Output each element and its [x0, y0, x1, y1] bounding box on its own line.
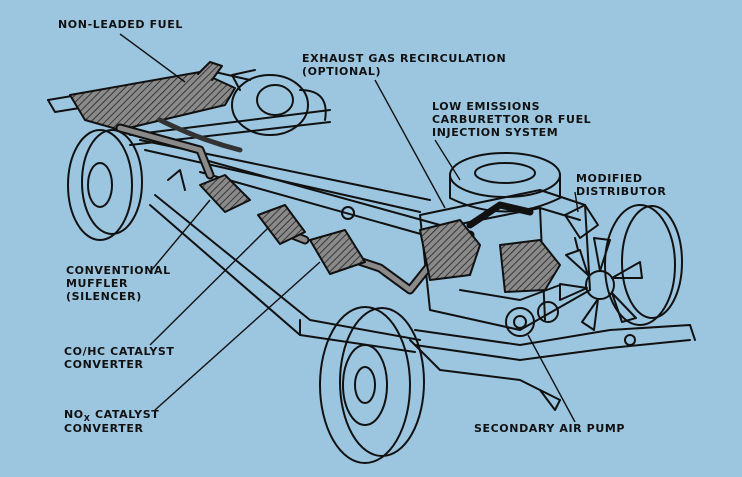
- front-suspension: [409, 334, 636, 411]
- label-low-emissions-line2: CARBURETTOR OR FUEL: [432, 113, 592, 126]
- muffler-body: [199, 174, 251, 213]
- label-low-emissions: LOW EMISSIONS CARBURETTOR OR FUEL INJECT…: [432, 100, 591, 139]
- leader-muffler: [149, 199, 211, 273]
- label-cohc-line2: CONVERTER: [64, 358, 144, 371]
- cooling-fan: [559, 237, 643, 331]
- label-modified-distributor: MODIFIED DISTRIBUTOR: [576, 172, 666, 198]
- label-non-leaded-fuel: NON-LEADED FUEL: [58, 18, 183, 31]
- fuel-filler: [197, 61, 223, 81]
- leader-low-emissions: [434, 139, 461, 181]
- fuel-line: [157, 117, 243, 153]
- label-nox-converter: NOX CATALYST CONVERTER: [64, 408, 159, 435]
- leader-distributor: [574, 191, 579, 213]
- leader-non-leaded-fuel: [119, 33, 186, 83]
- label-muffler-line2: MUFFLER: [66, 277, 129, 290]
- label-cohc-line1: CO/HC CATALYST: [64, 345, 175, 358]
- label-distributor-line2: DISTRIBUTOR: [576, 185, 667, 198]
- egr-pipe: [466, 201, 534, 229]
- label-non-leaded-fuel-text: NON-LEADED FUEL: [58, 18, 183, 31]
- fuel-tank: [69, 71, 236, 131]
- front-wheel-near: [319, 306, 425, 464]
- air-cleaner: [449, 152, 561, 213]
- leader-nox: [154, 261, 321, 411]
- label-nox-line1: NOX CATALYST: [64, 408, 160, 423]
- distributor: [564, 204, 599, 251]
- nox-converter-body: [309, 229, 366, 275]
- cohc-converter-body: [257, 204, 306, 245]
- label-egr-line2: (OPTIONAL): [302, 65, 382, 78]
- label-muffler-line1: CONVENTIONAL: [66, 264, 171, 277]
- label-low-emissions-line1: LOW EMISSIONS: [432, 100, 541, 113]
- label-secondary-air-pump: SECONDARY AIR PUMP: [474, 422, 625, 435]
- label-nox-subscript: X: [83, 414, 91, 423]
- leader-air-pump: [527, 334, 576, 423]
- label-low-emissions-line3: INJECTION SYSTEM: [432, 126, 559, 139]
- label-nox-suffix: CATALYST: [90, 408, 160, 421]
- exhaust-manifold: [419, 219, 481, 281]
- label-egr: EXHAUST GAS RECIRCULATION (OPTIONAL): [302, 52, 506, 78]
- label-egr-line1: EXHAUST GAS RECIRCULATION: [302, 52, 507, 65]
- manifold-front: [499, 239, 561, 293]
- air-pump: [505, 301, 559, 337]
- label-muffler-line3: (SILENCER): [66, 290, 142, 303]
- label-nox-line2: CONVERTER: [64, 422, 144, 435]
- label-distributor-line1: MODIFIED: [576, 172, 643, 185]
- propeller-shaft: [199, 159, 441, 239]
- label-air-pump-text: SECONDARY AIR PUMP: [474, 422, 626, 435]
- rear-wheel: [67, 129, 143, 241]
- leader-cohc: [149, 227, 269, 346]
- front-wheel-far: [604, 204, 683, 326]
- label-conventional-muffler: CONVENTIONAL MUFFLER (SILENCER): [66, 264, 171, 303]
- label-nox-prefix: NO: [64, 408, 84, 421]
- label-cohc-converter: CO/HC CATALYST CONVERTER: [64, 345, 175, 371]
- leader-egr: [374, 79, 446, 209]
